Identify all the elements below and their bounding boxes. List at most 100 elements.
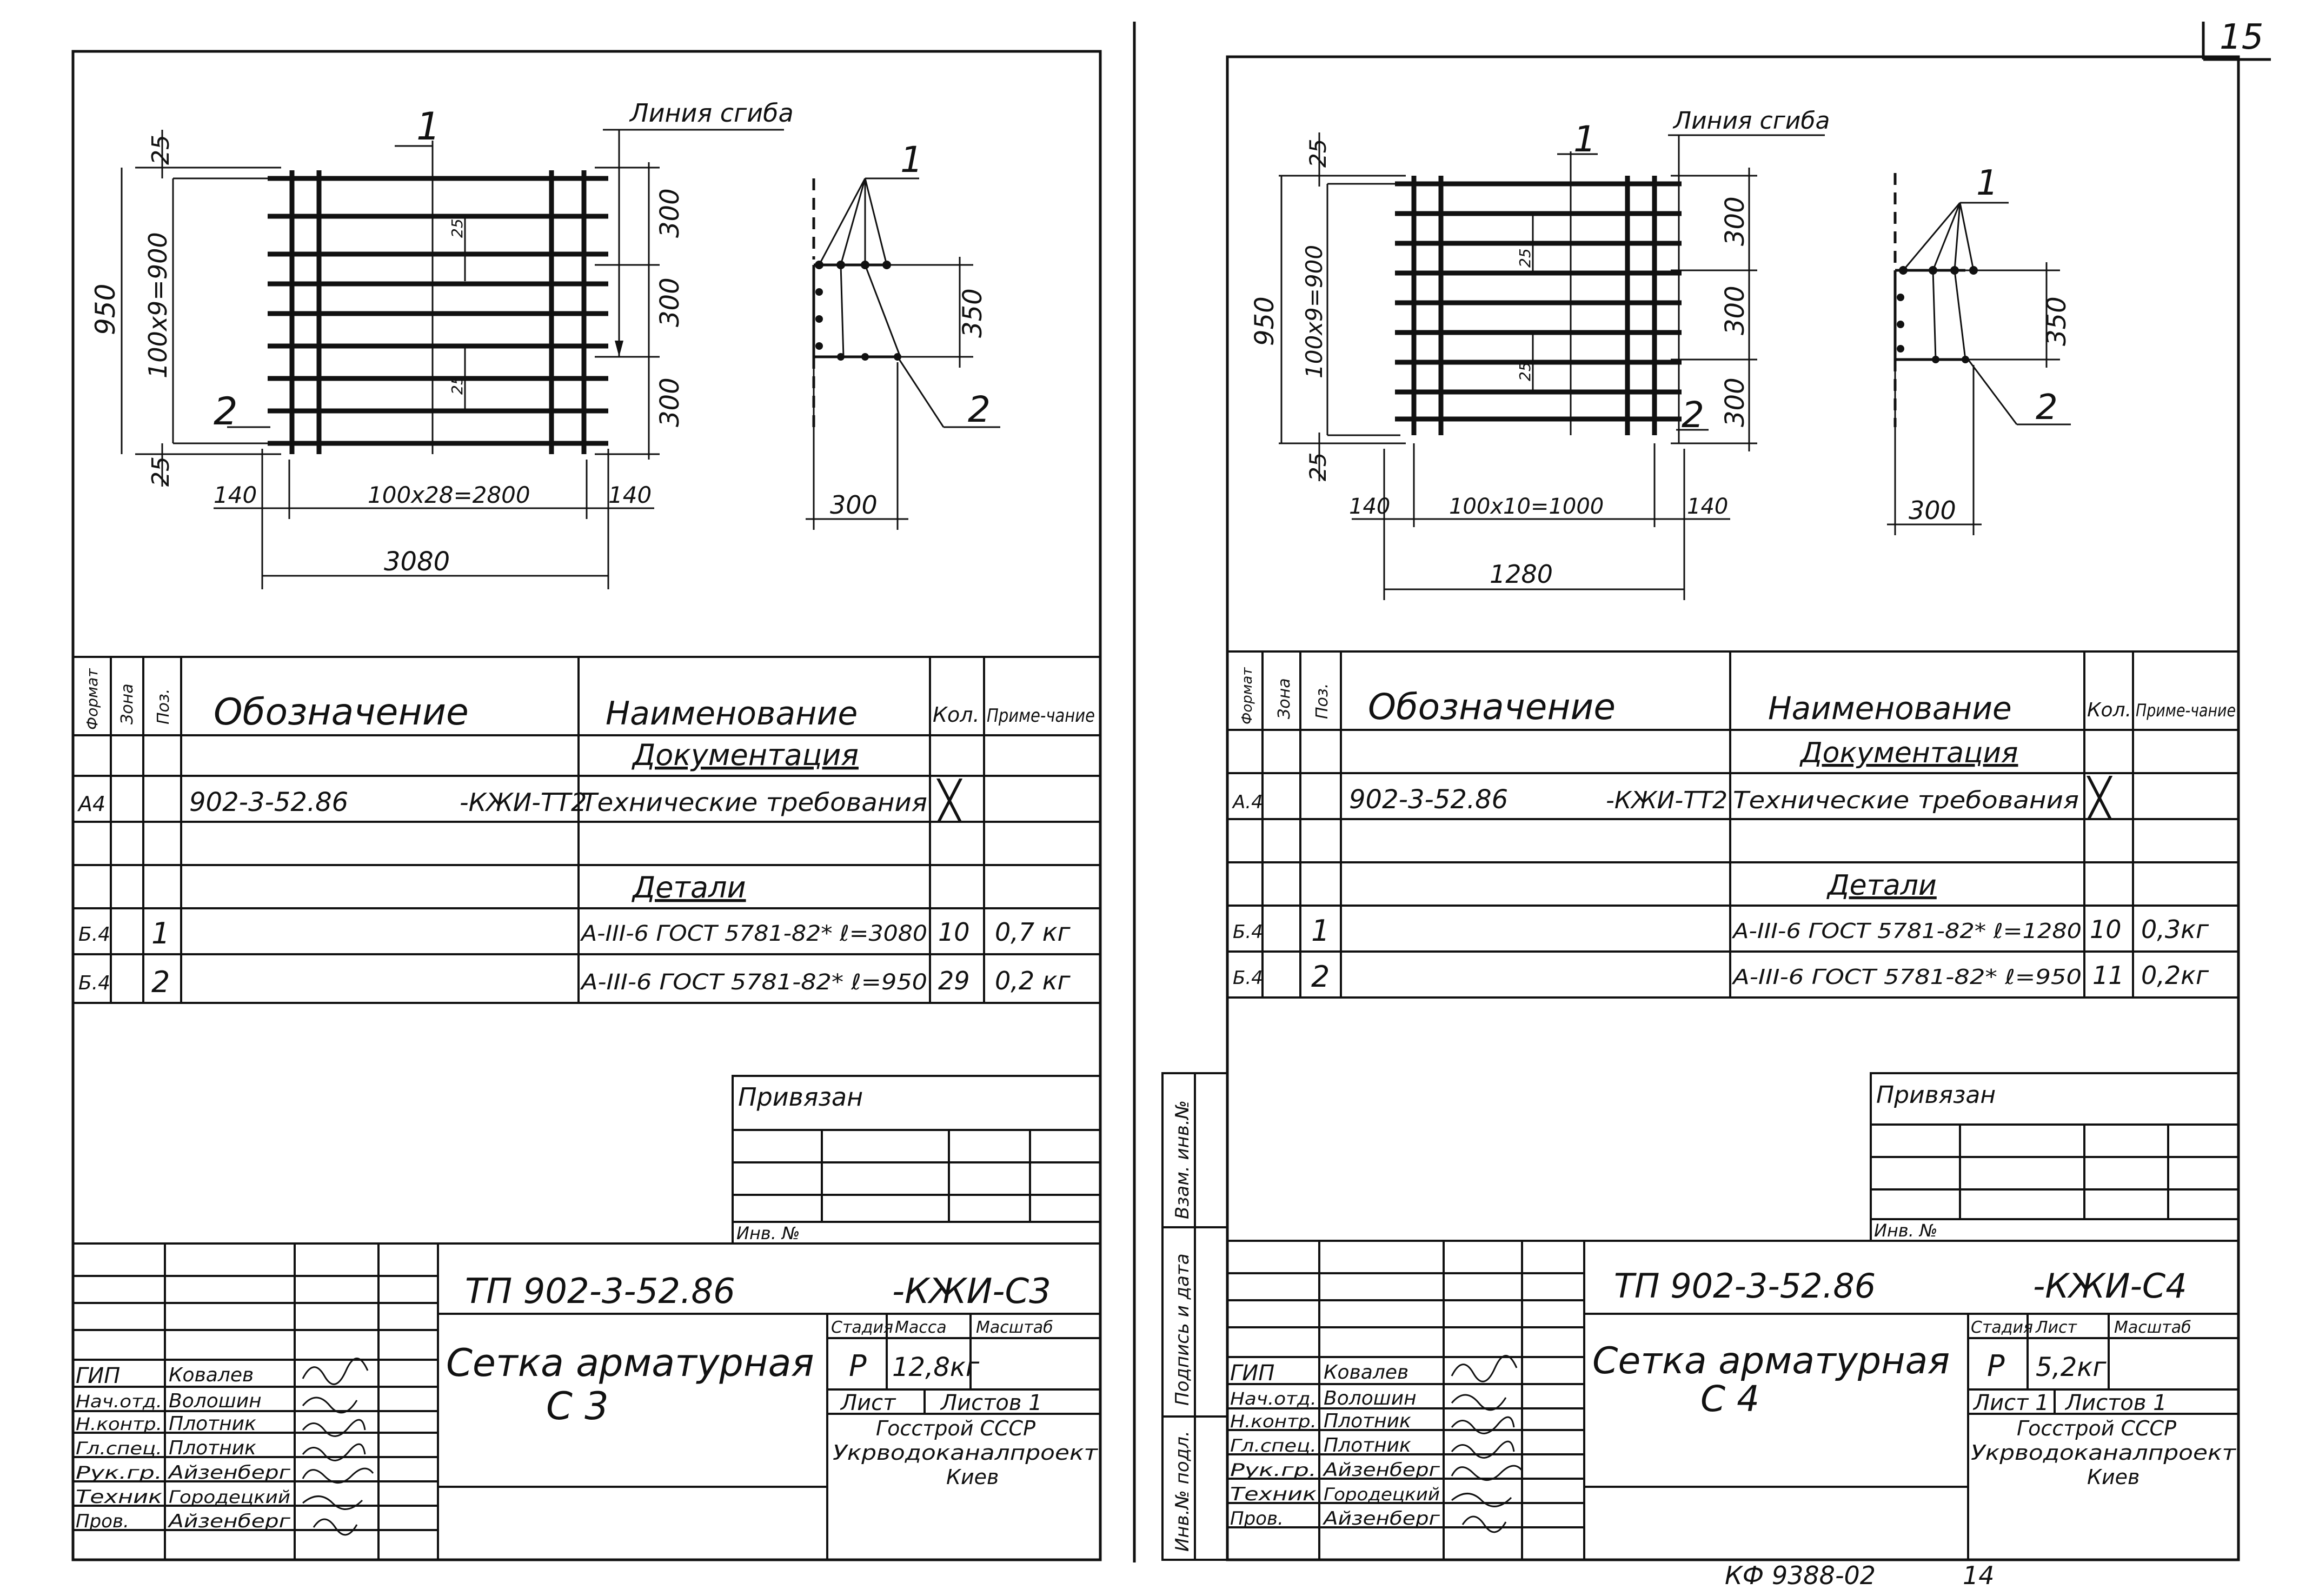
name-technician: Городецкий xyxy=(169,1487,290,1507)
sheets-count-label: Листов 1 xyxy=(2064,1391,2167,1415)
org-line-1: Госстрой СССР xyxy=(876,1417,1035,1440)
name-checked: Айзенберг xyxy=(168,1511,291,1532)
bound-label: Привязан xyxy=(1876,1081,1996,1109)
role-gip: ГИП xyxy=(1230,1361,1274,1386)
name-technician: Городецкий xyxy=(1324,1484,1440,1505)
dim-inner-bottom: 25 xyxy=(448,375,466,395)
section-parts: Детали xyxy=(1826,869,1937,902)
bend-line-label: Линия сгиба xyxy=(1672,107,1830,135)
role-head-dept: Нач.отд. xyxy=(1230,1388,1317,1409)
footer-number: 14 xyxy=(1963,1561,1995,1590)
name-gip: Ковалев xyxy=(1324,1361,1408,1384)
role-checked: Пров. xyxy=(1230,1508,1284,1530)
stage-value: Р xyxy=(849,1349,867,1383)
dim-top-25: 25 xyxy=(147,135,175,165)
drawing-code-suffix: -КЖИ-С3 xyxy=(892,1272,1051,1312)
specification-table: Формат Зона Поз. Обозначение Наименовани… xyxy=(73,656,1100,1004)
drawing-title: Сетка арматурная xyxy=(446,1341,814,1385)
role-chief-spec: Гл.спец. xyxy=(1230,1435,1317,1456)
section-documentation: Документация xyxy=(1799,737,2018,769)
dim-top-25: 25 xyxy=(1305,139,1331,168)
row2-qty: 29 xyxy=(938,966,970,995)
mesh-plan-view: Линия сгиба 1 2 25 25 950 100x9=900 25 2… xyxy=(1250,107,1830,600)
inv-label: Инв. № xyxy=(736,1223,800,1243)
specification-table: Формат Зона Поз. Обозначение Наименовани… xyxy=(1227,650,2238,999)
drawing-title: Сетка арматурная xyxy=(1592,1340,1950,1382)
org-line-3: Киев xyxy=(946,1465,999,1489)
row2-note: 0,2 кг xyxy=(995,966,1071,995)
header-zone: Зона xyxy=(118,683,137,724)
dim-bottom-25: 25 xyxy=(1305,453,1331,481)
dim-grid-width: 100x10=1000 xyxy=(1449,494,1604,519)
section-pos2: 2 xyxy=(2036,388,2058,428)
sheet-frame xyxy=(1226,55,2240,1561)
name-chief-spec: Плотник xyxy=(1324,1434,1411,1457)
row2-name: А-III-6 ГОСТ 5781-82* ℓ=950 xyxy=(580,970,927,995)
dim-left-140: 140 xyxy=(1349,494,1390,519)
role-group-lead: Рук.гр. xyxy=(76,1462,162,1483)
dim-seg-3: 300 xyxy=(1720,377,1750,427)
drawing-title-mark: С 3 xyxy=(546,1384,609,1428)
header-designation: Обозначение xyxy=(214,691,469,734)
dim-seg-3: 300 xyxy=(655,377,685,427)
row1-note: 0,7 кг xyxy=(995,917,1071,947)
side-sign-date: Подпись и дата xyxy=(1172,1253,1193,1406)
mass-value: 5,2кг xyxy=(2036,1352,2107,1382)
mass-value: 12,8кг xyxy=(892,1352,980,1382)
bound-label: Привязан xyxy=(738,1082,863,1112)
stage-value: Р xyxy=(1987,1349,2005,1383)
sheet-c4: Инв.№ подл. Подпись и дата Взам. инв.№ xyxy=(1161,55,2240,1561)
section-height: 350 xyxy=(2042,296,2072,346)
side-strip: Инв.№ подл. Подпись и дата Взам. инв.№ xyxy=(1161,1072,1228,1561)
dim-total-height: 950 xyxy=(90,284,121,335)
row2-qty: 11 xyxy=(2092,961,2124,990)
doc-qty: ╳ xyxy=(2086,776,2113,820)
dim-inner-bottom: 25 xyxy=(1516,362,1534,381)
title-block: Привязан Инв. № ТП 902-3-52.86 -КЖИ-С4 С… xyxy=(1227,1072,2240,1560)
header-note: Приме-чание xyxy=(2136,700,2236,721)
doc-name: Технические требования xyxy=(581,788,927,817)
role-chief-spec: Гл.спец. xyxy=(76,1438,162,1459)
footer-code: КФ 9388-02 xyxy=(1725,1561,1876,1590)
org-line-2: Укрводоканалпроект xyxy=(833,1441,1099,1465)
pos2-callout: 2 xyxy=(214,389,238,434)
role-technician: Техник xyxy=(1230,1484,1317,1505)
row2-note: 0,2кг xyxy=(2141,961,2209,990)
role-norm-control: Н.контр. xyxy=(76,1414,162,1434)
dim-inner-top: 25 xyxy=(1516,248,1534,268)
org-line-1: Госстрой СССР xyxy=(2017,1417,2176,1440)
row2-format: Б.4 xyxy=(78,972,110,994)
role-head-dept: Нач.отд. xyxy=(76,1391,162,1412)
row1-format: Б.4 xyxy=(78,923,110,946)
dim-seg-1: 300 xyxy=(655,188,685,238)
row1-name: А-III-6 ГОСТ 5781-82* ℓ=1280 xyxy=(1731,919,2082,943)
dim-seg-2: 300 xyxy=(655,277,685,327)
stage-label: Стадия xyxy=(831,1318,893,1337)
role-group-lead: Рук.гр. xyxy=(1230,1460,1317,1480)
row2-pos: 2 xyxy=(1311,960,1330,994)
doc-suffix: -КЖИ-ТТ2 xyxy=(1606,787,1727,814)
inv-label: Инв. № xyxy=(1874,1220,1937,1241)
doc-name: Технические требования xyxy=(1733,787,2079,814)
mesh-plan-view: Линия сгиба 1 2 25 25 950 100x9=900 25 2… xyxy=(90,98,794,589)
people-list: ГИП Ковалев Нач.отд. Волошин Н.контр. Пл… xyxy=(76,1364,291,1532)
header-pos: Поз. xyxy=(154,689,173,724)
name-chief-spec: Плотник xyxy=(169,1437,256,1459)
title-block: Привязан Инв. № ТП 902-3-52.86 -КЖИ-С3 С… xyxy=(73,1075,1101,1560)
section-documentation: Документация xyxy=(632,738,859,772)
org-line-2: Укрводоканалпроект xyxy=(1971,1441,2237,1465)
sheet-c3: Линия сгиба 1 2 25 25 950 100x9=900 25 2… xyxy=(71,50,1102,1561)
section-height: 350 xyxy=(958,288,988,338)
name-group-lead: Айзенберг xyxy=(168,1462,291,1484)
pos1-callout: 1 xyxy=(1573,118,1596,160)
stage-label: Стадия xyxy=(1971,1318,2033,1337)
row1-qty: 10 xyxy=(938,917,970,947)
dim-total-width: 3080 xyxy=(384,547,450,577)
dim-total-width: 1280 xyxy=(1490,560,1553,589)
doc-suffix: -КЖИ-ТТ2 xyxy=(460,788,587,817)
name-head-dept: Волошин xyxy=(1324,1387,1417,1409)
drawing-title-mark: С 4 xyxy=(1700,1378,1759,1420)
mass-label: Масса xyxy=(895,1318,947,1337)
header-zone: Зона xyxy=(1275,678,1294,719)
